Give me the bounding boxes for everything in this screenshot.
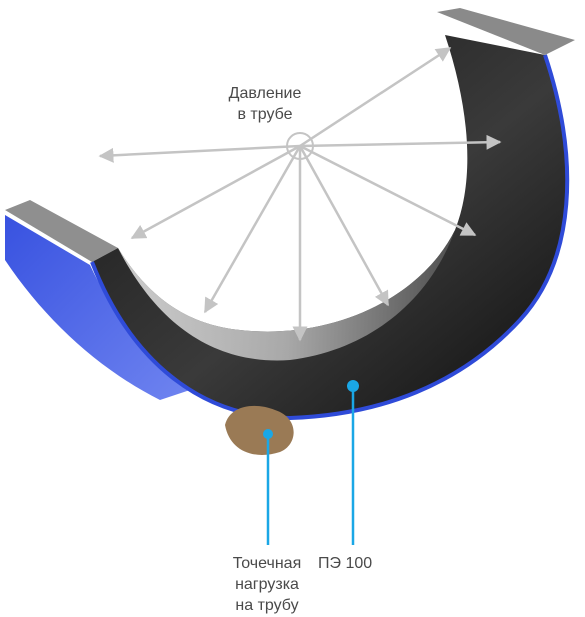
- pipe-wall: [92, 35, 568, 418]
- material-label: ПЭ 100: [318, 555, 373, 572]
- pipe-left-rim: [5, 200, 118, 262]
- pressure-label: Давление в трубе: [228, 85, 302, 123]
- callout-lines: [266, 386, 355, 545]
- pressure-arrows: [98, 46, 502, 342]
- pipe-right-rim: [437, 8, 575, 55]
- pipe-outer-stripe: [90, 54, 570, 421]
- point-load-label: Точечная нагрузка на трубу: [232, 555, 302, 614]
- pipe-left-end-face: [5, 215, 190, 400]
- stone-icon: [225, 405, 294, 455]
- pipe-inner-surface: [118, 230, 455, 361]
